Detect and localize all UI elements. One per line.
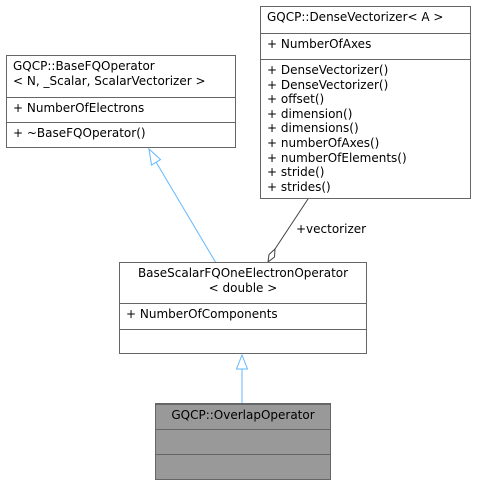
attribute: + NumberOfComponents [126, 307, 278, 321]
attribute: + NumberOfAxes [267, 37, 372, 51]
vectorizer-edge-label: +vectorizer [296, 222, 367, 236]
method: + strides() [267, 179, 331, 194]
method: + dimension() [267, 106, 353, 121]
class-attributes: + NumberOfAxes [261, 33, 470, 59]
method: + DenseVectorizer() [267, 63, 389, 77]
class-methods: + DenseVectorizer() + DenseVectorizer() … [261, 59, 470, 198]
class-attributes [156, 429, 330, 454]
method: + stride() [267, 165, 325, 180]
class-base-scalar-fq-one-electron-operator[interactable]: BaseScalarFQOneElectronOperator < double… [119, 262, 367, 354]
class-methods [156, 454, 330, 479]
inheritance-edge-base-fq [155, 161, 217, 264]
class-base-fq-operator[interactable]: GQCP::BaseFQOperator < N, _Scalar, Scala… [6, 55, 236, 148]
attribute: + NumberOfElectrons [13, 101, 145, 115]
method: + numberOfElements() [267, 150, 407, 165]
method: + ~BaseFQOperator() [13, 126, 146, 140]
association-diamond [267, 247, 276, 264]
method: + offset() [267, 92, 325, 107]
class-methods [120, 329, 366, 353]
class-title: BaseScalarFQOneElectronOperator < double… [137, 266, 349, 295]
method: + DenseVectorizer() [267, 77, 389, 92]
inheritance-arrowhead-overlap [235, 353, 249, 370]
method: + numberOfAxes() [267, 135, 380, 150]
inheritance-arrowhead-base-fq [148, 147, 162, 166]
association-edge-vectorizer [274, 198, 309, 250]
class-title: GQCP::DenseVectorizer< A > [267, 10, 444, 24]
class-title: GQCP::OverlapOperator [156, 404, 330, 429]
class-attributes: + NumberOfElectrons [7, 97, 235, 122]
class-overlap-operator[interactable]: GQCP::OverlapOperator [155, 403, 331, 480]
class-title: GQCP::BaseFQOperator < N, _Scalar, Scala… [13, 59, 206, 88]
class-attributes: + NumberOfComponents [120, 303, 366, 329]
method: + dimensions() [267, 121, 359, 136]
class-dense-vectorizer[interactable]: GQCP::DenseVectorizer< A > + NumberOfAxe… [260, 6, 471, 199]
class-methods: + ~BaseFQOperator() [7, 122, 235, 147]
